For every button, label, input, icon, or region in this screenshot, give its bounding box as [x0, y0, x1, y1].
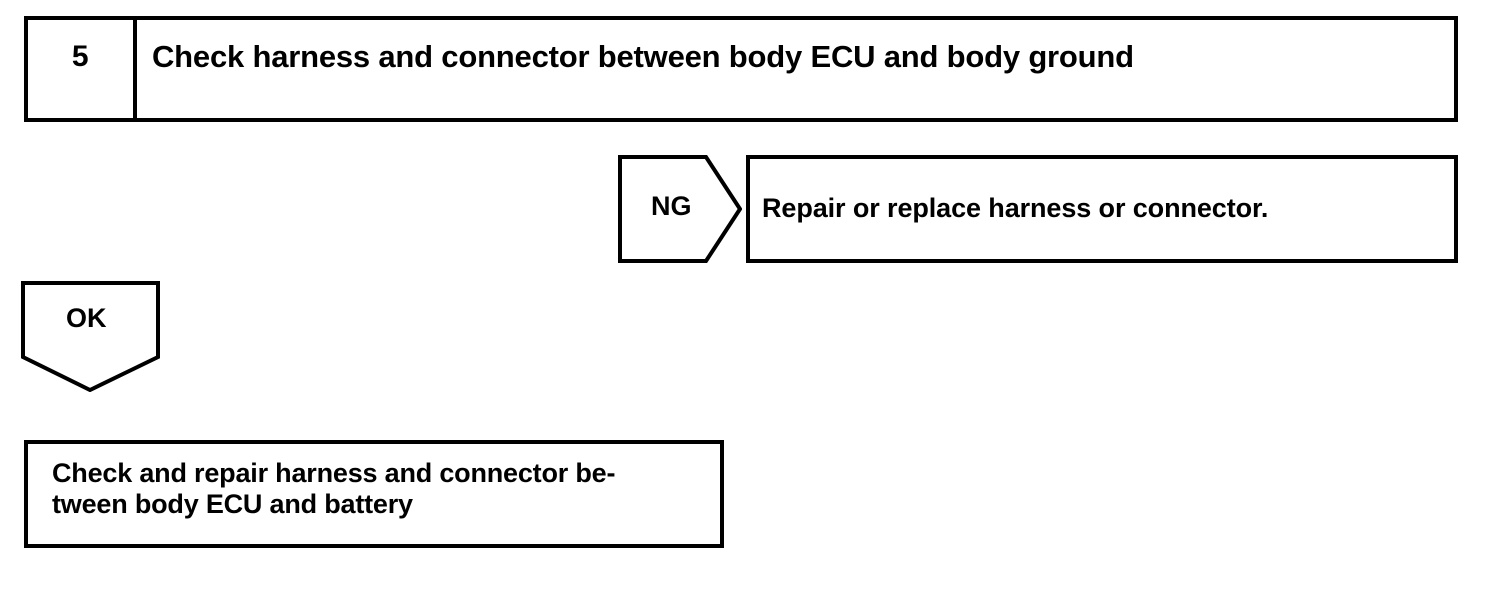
step-number-text: 5	[71, 40, 90, 73]
ng-result-box: Repair or replace harness or connector.	[746, 155, 1458, 263]
ng-result-text: Repair or replace harness or connector.	[762, 193, 1269, 224]
step-title-text: Check harness and connector between body…	[152, 39, 1134, 74]
ok-branch-arrow-icon	[21, 281, 160, 392]
ok-result-text: Check and repair harness and connector b…	[52, 458, 616, 520]
ok-result-box: Check and repair harness and connector b…	[24, 440, 724, 548]
step-header-table: 5 Check harness and connector between bo…	[24, 16, 1458, 122]
step-title-cell: Check harness and connector between body…	[137, 20, 1454, 118]
step-number-cell: 5	[28, 20, 137, 118]
ok-branch-label: OK	[66, 303, 107, 333]
ng-branch-arrow-icon	[618, 155, 742, 263]
ng-branch-label: NG	[651, 191, 692, 221]
